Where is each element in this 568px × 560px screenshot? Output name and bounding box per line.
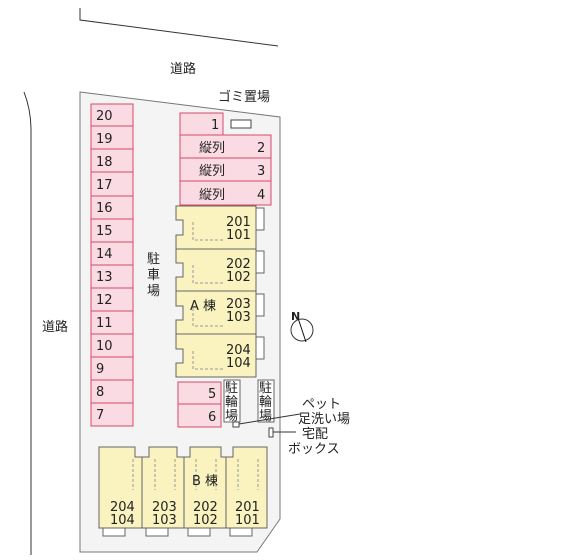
parking-space-number: 13	[96, 270, 113, 285]
building-a: 201 101 202 102 A 棟 203 103 204 104	[175, 205, 265, 378]
parking-left-column: 20 19 18 17 16 15 14 13 12 11 10 9 8 7	[90, 103, 134, 427]
parking-space-number: 15	[96, 224, 113, 239]
road-edge-top	[79, 8, 279, 47]
svg-text:場: 場	[259, 409, 272, 424]
svg-text:駐: 駐	[259, 381, 272, 396]
parking-space-number: 11	[96, 316, 113, 331]
pet-wash-label-1: ペット	[302, 397, 341, 412]
parking-space-number: 7	[96, 408, 104, 423]
parking-label-char: 場	[147, 284, 160, 299]
parking-space	[179, 180, 272, 206]
parking-space-number: 17	[96, 178, 113, 193]
parking-space-number: 12	[96, 293, 113, 308]
parking-space-number: 5	[208, 387, 216, 402]
parking-space-label: 縦列	[199, 141, 225, 156]
delivery-box-marker	[268, 427, 274, 438]
unit-number: 202	[226, 257, 251, 272]
road-label-top: 道路	[170, 61, 196, 77]
building-b: B 棟 204 104 203 103 202 102 201 101	[98, 446, 268, 537]
unit-number: 203	[152, 500, 177, 515]
delivery-box-label-2: ボックス	[288, 442, 340, 457]
garbage-area-box	[230, 119, 252, 129]
building-b-name: B 棟	[192, 474, 218, 489]
unit-number: 102	[226, 270, 251, 285]
parking-space-number: 1	[211, 118, 219, 133]
unit-number: 202	[193, 500, 218, 515]
pet-wash-leader	[238, 413, 301, 425]
unit-number: 204	[110, 500, 135, 515]
unit-number: 103	[152, 513, 177, 528]
parking-space-number: 9	[96, 362, 104, 377]
parking-space-number: 20	[96, 109, 113, 124]
parking-space-number: 16	[96, 201, 113, 216]
road-label-left: 道路	[42, 319, 68, 335]
parking-space	[90, 171, 134, 197]
parking-space-number: 18	[96, 155, 113, 170]
unit-number: 102	[193, 513, 218, 528]
delivery-box-label-1: 宅配	[302, 427, 328, 442]
svg-text:輪: 輪	[259, 394, 272, 410]
pet-wash-label-2: 足洗い場	[298, 412, 350, 427]
unit-number: 101	[226, 228, 251, 243]
parking-space-number: 10	[96, 339, 113, 354]
unit-number: 201	[226, 215, 251, 230]
parking-space-label: 縦列	[199, 164, 225, 179]
parking-space-number: 14	[96, 247, 113, 262]
garbage-area-label: ゴミ置場	[218, 89, 270, 105]
pet-wash-marker	[232, 421, 240, 428]
parking-lower-block: 5 6	[177, 381, 222, 428]
unit-number: 104	[110, 513, 135, 528]
svg-text:輪: 輪	[225, 394, 238, 410]
unit-number: 201	[235, 500, 260, 515]
parking-top-block: 1 縦列 2 縦列 3 縦列 4	[179, 112, 272, 206]
unit-number: 204	[226, 343, 251, 358]
svg-text:駐: 駐	[225, 381, 238, 396]
unit-number: 103	[226, 310, 251, 325]
building-b-unit	[225, 446, 268, 529]
bicycle-parking-left: 駐 輪 場	[223, 379, 241, 424]
parking-space	[177, 403, 222, 428]
parking-space-number: 4	[257, 188, 265, 203]
north-label: N	[291, 310, 300, 323]
svg-text:場: 場	[225, 409, 238, 424]
parking-space	[90, 402, 134, 427]
north-arrow: N	[290, 310, 314, 343]
parking-space-number: 3	[257, 164, 265, 179]
parking-space-number: 19	[96, 132, 113, 147]
road-edge-left	[23, 91, 32, 555]
unit-number: 101	[235, 513, 260, 528]
parking-space-number: 2	[257, 141, 265, 156]
unit-number: 104	[226, 356, 251, 371]
parking-space-number: 8	[96, 385, 104, 400]
bicycle-parking-right: 駐 輪 場	[257, 379, 275, 424]
building-a-name: A 棟	[190, 299, 216, 314]
parking-label-char: 駐	[147, 252, 160, 267]
unit-number: 203	[226, 297, 251, 312]
parking-space-number: 6	[208, 410, 216, 425]
parking-space-label: 縦列	[199, 188, 225, 203]
parking-label-char: 車	[147, 268, 160, 283]
